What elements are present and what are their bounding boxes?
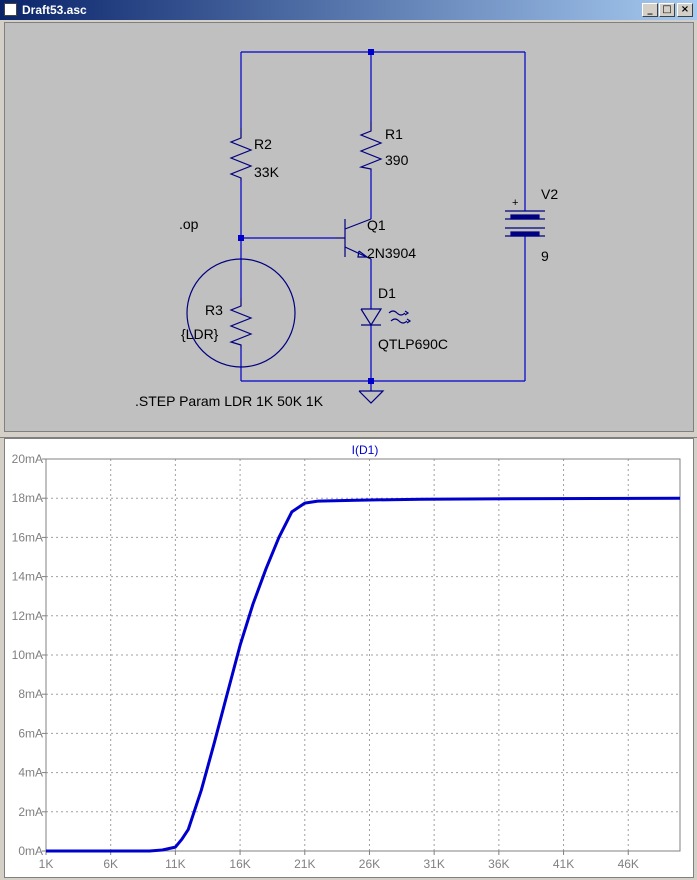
window-titlebar[interactable]: Draft53.asc _ □ × — [0, 0, 697, 20]
ground-symbol[interactable] — [358, 390, 385, 404]
window-title: Draft53.asc — [22, 3, 87, 17]
battery-v2-symbol[interactable] — [505, 210, 545, 237]
minimize-button[interactable]: _ — [642, 3, 658, 17]
x-tick-label: 41K — [553, 857, 574, 871]
junction-top — [368, 49, 374, 55]
y-tick-label: 20mA — [12, 452, 43, 466]
x-tick-label: 31K — [423, 857, 444, 871]
schematic-file-icon — [4, 3, 17, 16]
close-button[interactable]: × — [677, 3, 693, 17]
wires — [240, 51, 526, 391]
r1-value-label: 390 — [385, 152, 409, 168]
schematic-editor[interactable]: R2 33K R1 390 R3 {LDR} Q1 2N3904 D1 QTLP… — [4, 22, 694, 432]
r3-value-label: {LDR} — [181, 326, 219, 342]
y-tick-label: 4mA — [18, 766, 43, 780]
junction-base — [238, 235, 244, 241]
y-tick-label: 16mA — [12, 530, 43, 544]
q1-value-label: 2N3904 — [367, 245, 416, 261]
v2-name-label: V2 — [541, 186, 558, 202]
y-tick-label: 12mA — [12, 609, 43, 623]
r1-name-label: R1 — [385, 126, 403, 142]
y-tick-label: 0mA — [18, 844, 43, 858]
x-tick-label: 36K — [488, 857, 509, 871]
waveform-viewer[interactable]: 1K 6K 11K 16K 21K 26K 31K 36K 41K 46K 0mA 2mA 4mA 6mA… — [4, 438, 694, 878]
led-d1-symbol[interactable] — [360, 308, 412, 327]
d1-value-label: QTLP690C — [378, 336, 448, 352]
x-tick-label: 11K — [165, 857, 185, 871]
transistor-q1-symbol[interactable] — [335, 218, 372, 260]
x-tick-label: 26K — [359, 857, 380, 871]
x-tick-label: 21K — [294, 857, 315, 871]
d1-name-label: D1 — [378, 285, 396, 301]
v2-polarity-label: + — [512, 197, 518, 209]
resistor-r1-symbol[interactable] — [358, 121, 383, 171]
schematic-canvas[interactable]: R2 33K R1 390 R3 {LDR} Q1 2N3904 D1 QTLP… — [5, 23, 693, 431]
q1-name-label: Q1 — [367, 217, 386, 233]
junctions — [238, 49, 374, 384]
trace-i-d1[interactable] — [46, 496, 681, 853]
y-tick-label: 6mA — [18, 726, 43, 740]
v2-value-label: 9 — [541, 248, 549, 264]
waveform-plot[interactable]: 1K 6K 11K 16K 21K 26K 31K 36K 41K 46K 0mA 2mA 4mA 6mA… — [5, 439, 693, 877]
resistor-r3-symbol[interactable] — [229, 298, 253, 348]
y-tick-label: 14mA — [12, 570, 43, 584]
step-directive[interactable]: .STEP Param LDR 1K 50K 1K — [135, 393, 324, 409]
plot-frame — [45, 458, 681, 852]
op-directive[interactable]: .op — [179, 216, 199, 232]
x-tick-label: 46K — [618, 857, 639, 871]
r2-name-label: R2 — [254, 136, 272, 152]
junction-bottom — [368, 378, 374, 384]
maximize-button[interactable]: □ — [659, 3, 675, 17]
r3-name-label: R3 — [205, 302, 223, 318]
y-tick-label: 18mA — [12, 491, 43, 505]
y-tick-label: 10mA — [12, 648, 43, 662]
y-tick-label: 8mA — [18, 687, 43, 701]
x-tick-label: 6K — [103, 857, 118, 871]
resistor-r2-symbol[interactable] — [229, 128, 253, 181]
trace-label[interactable]: I(D1) — [352, 443, 379, 457]
ldr-circle — [186, 258, 296, 368]
x-tick-label: 1K — [39, 857, 54, 871]
y-tick-label: 2mA — [18, 805, 43, 819]
x-tick-label: 16K — [229, 857, 250, 871]
pane-splitter[interactable] — [0, 432, 697, 438]
r2-value-label: 33K — [254, 164, 280, 180]
